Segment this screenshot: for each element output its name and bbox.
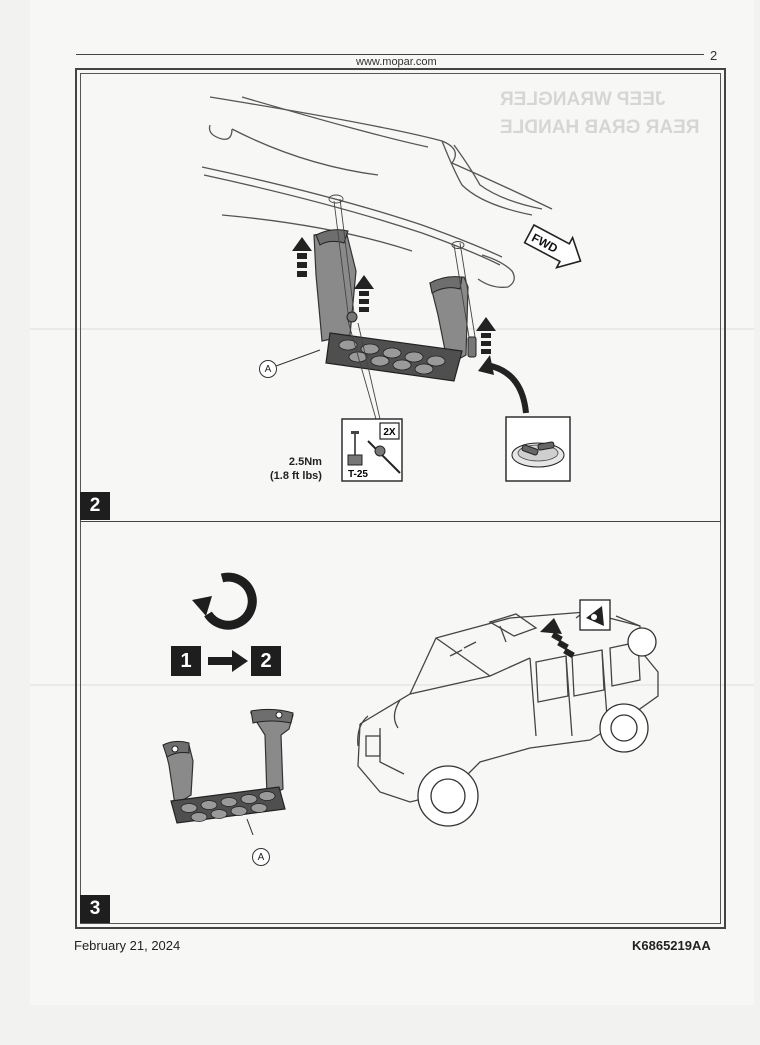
step-number-3: 3 xyxy=(80,895,110,923)
quantity-label: 2X xyxy=(383,427,396,438)
header-rule xyxy=(76,54,704,55)
page-number: 2 xyxy=(710,48,718,63)
grab-handle-a-step3 xyxy=(162,708,294,835)
torque-metric: 2.5Nm xyxy=(288,456,322,468)
up-arrow-icon xyxy=(540,618,575,659)
fastener-guide-lines xyxy=(328,194,477,420)
torque-imperial: (1.8 ft lbs) xyxy=(270,470,322,482)
callout-a-step3: A xyxy=(252,848,270,866)
callout-a: A xyxy=(259,360,277,378)
up-arrow-icon xyxy=(292,237,496,354)
torque-value: 2.5Nm (1.8 ft lbs) xyxy=(270,455,322,483)
curved-arrow-icon xyxy=(485,362,529,414)
step-sequence: 1 2 xyxy=(171,646,283,678)
instruction-frame xyxy=(75,68,726,929)
bleed-through-subtitle: REAR GRAB HANDLE xyxy=(500,117,700,138)
eye-icon xyxy=(579,599,611,631)
sequence-step-1: 1 xyxy=(171,646,201,676)
sequence-step-2: 2 xyxy=(251,646,281,676)
grab-handle-a xyxy=(313,229,469,382)
step-divider xyxy=(80,521,721,522)
fwd-arrow: FWD xyxy=(523,223,582,269)
paper-fold xyxy=(30,328,754,330)
arrow-right-icon xyxy=(208,650,248,672)
paper-fold xyxy=(30,684,754,686)
part-number: K6865219AA xyxy=(632,938,711,953)
screws xyxy=(346,311,477,358)
torque-spec-box: 2X T-25 xyxy=(341,418,403,482)
instruction-sheet xyxy=(30,0,754,1005)
header-url: www.mopar.com xyxy=(356,56,437,68)
screw-bowl-box xyxy=(505,416,571,482)
callout-leader xyxy=(275,349,321,367)
step2-illustration: JEEP WRANGLER REAR GRAB HANDLE FWD xyxy=(201,89,700,482)
vehicle-illustration xyxy=(357,599,659,827)
document-date: February 21, 2024 xyxy=(74,938,181,953)
driver-bit-label: T-25 xyxy=(348,469,368,480)
rotate-arrow-icon xyxy=(192,572,257,630)
step-number-2: 2 xyxy=(80,492,110,520)
vehicle-body-outline xyxy=(201,96,553,288)
bleed-through-title: JEEP WRANGLER xyxy=(500,89,666,110)
